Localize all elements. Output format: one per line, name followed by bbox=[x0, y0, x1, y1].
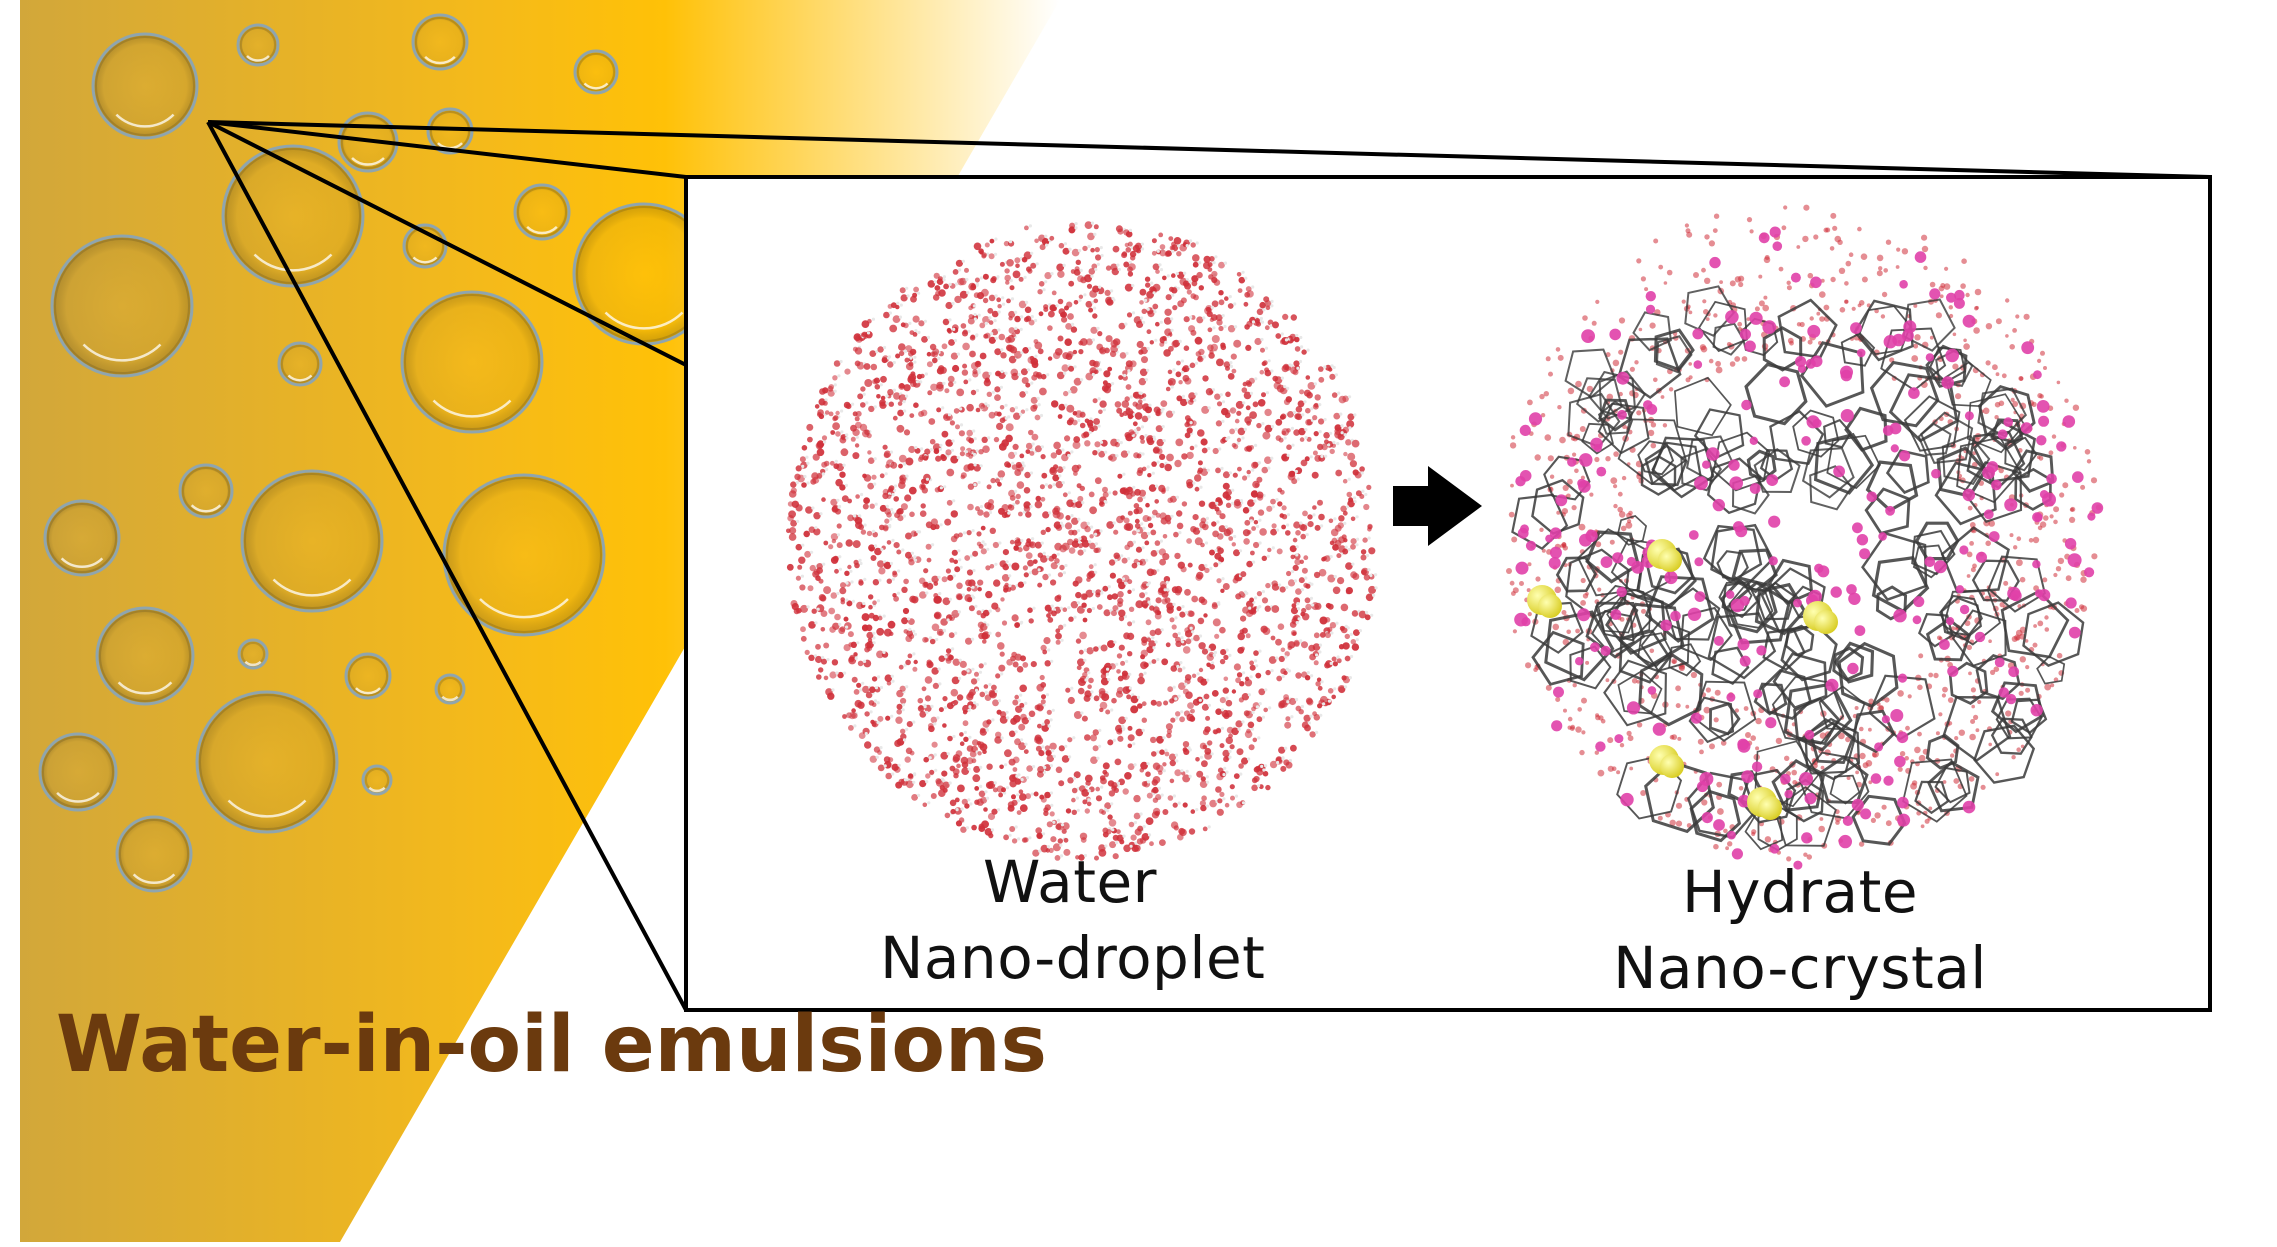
zoom-line-2 bbox=[207, 120, 687, 179]
guest-molecule bbox=[1527, 585, 1562, 618]
oil-droplet bbox=[442, 473, 606, 637]
oil-droplet bbox=[178, 463, 234, 519]
oil-droplet bbox=[195, 690, 339, 834]
oil-droplet bbox=[91, 32, 199, 140]
oil-droplet bbox=[344, 652, 392, 700]
oil-droplet bbox=[237, 638, 269, 670]
oil-droplet bbox=[411, 13, 469, 71]
nano-droplet-label: Nano-droplet bbox=[880, 924, 1266, 992]
arrow-right-icon bbox=[1393, 466, 1482, 546]
zoom-lines bbox=[206, 120, 2211, 1011]
oil-droplet bbox=[240, 469, 384, 613]
oil-droplet bbox=[38, 732, 118, 812]
zoom-line-top bbox=[207, 120, 2211, 179]
water-label: Water bbox=[983, 848, 1157, 916]
oil-droplet bbox=[115, 815, 193, 893]
nano-crystal-label: Nano-crystal bbox=[1613, 934, 1987, 1002]
oil-droplet bbox=[361, 764, 393, 796]
oil-droplet bbox=[236, 23, 280, 67]
oil-droplet bbox=[277, 341, 323, 387]
oil-droplet bbox=[573, 49, 619, 95]
guest-molecule bbox=[1649, 745, 1684, 778]
zoom-line-bottom bbox=[206, 121, 688, 1011]
oil-droplet bbox=[400, 290, 544, 434]
guest-molecule bbox=[1803, 601, 1838, 634]
guest-molecule bbox=[1647, 539, 1682, 572]
oil-droplet bbox=[513, 183, 571, 241]
hydrate-label: Hydrate bbox=[1681, 858, 1919, 926]
zoom-line-3 bbox=[207, 120, 687, 367]
oil-droplet bbox=[95, 606, 195, 706]
oil-droplet bbox=[434, 673, 466, 705]
emulsion-title: Water-in-oil emulsions bbox=[56, 1000, 1047, 1090]
oil-droplet bbox=[50, 234, 194, 378]
water-nano-droplet bbox=[786, 221, 1378, 861]
guest-molecule bbox=[1747, 787, 1782, 820]
hydrate-nano-crystal bbox=[1506, 204, 2104, 870]
oil-droplet bbox=[43, 499, 121, 577]
